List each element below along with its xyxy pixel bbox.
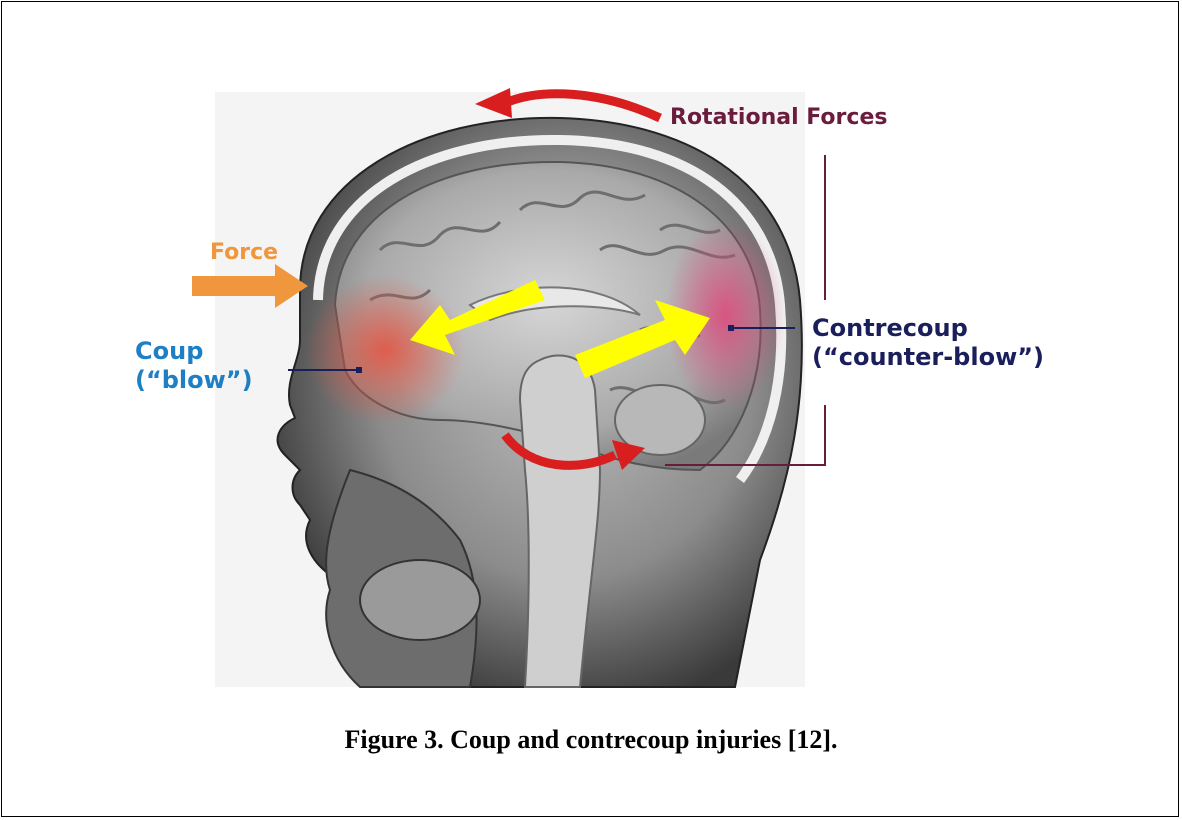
coup-label-line2: (“blow”) [135,366,253,395]
figure-caption: Figure 3. Coup and contrecoup injuries [… [0,725,1182,755]
coup-label: Coup (“blow”) [135,337,253,395]
figure-area: Rotational Forces Force Coup (“blow”) Co… [0,0,1182,700]
force-label: Force [210,240,278,266]
rotational-forces-label: Rotational Forces [670,105,887,131]
contrecoup-label-line2: (“counter-blow”) [812,343,1044,372]
contrecoup-label: Contrecoup (“counter-blow”) [812,314,1044,372]
contrecoup-label-line1: Contrecoup [812,314,1044,343]
tongue [360,560,480,640]
contrecoup-leader-dot [728,325,734,331]
coup-label-line1: Coup [135,337,253,366]
coup-leader-dot [356,367,362,373]
